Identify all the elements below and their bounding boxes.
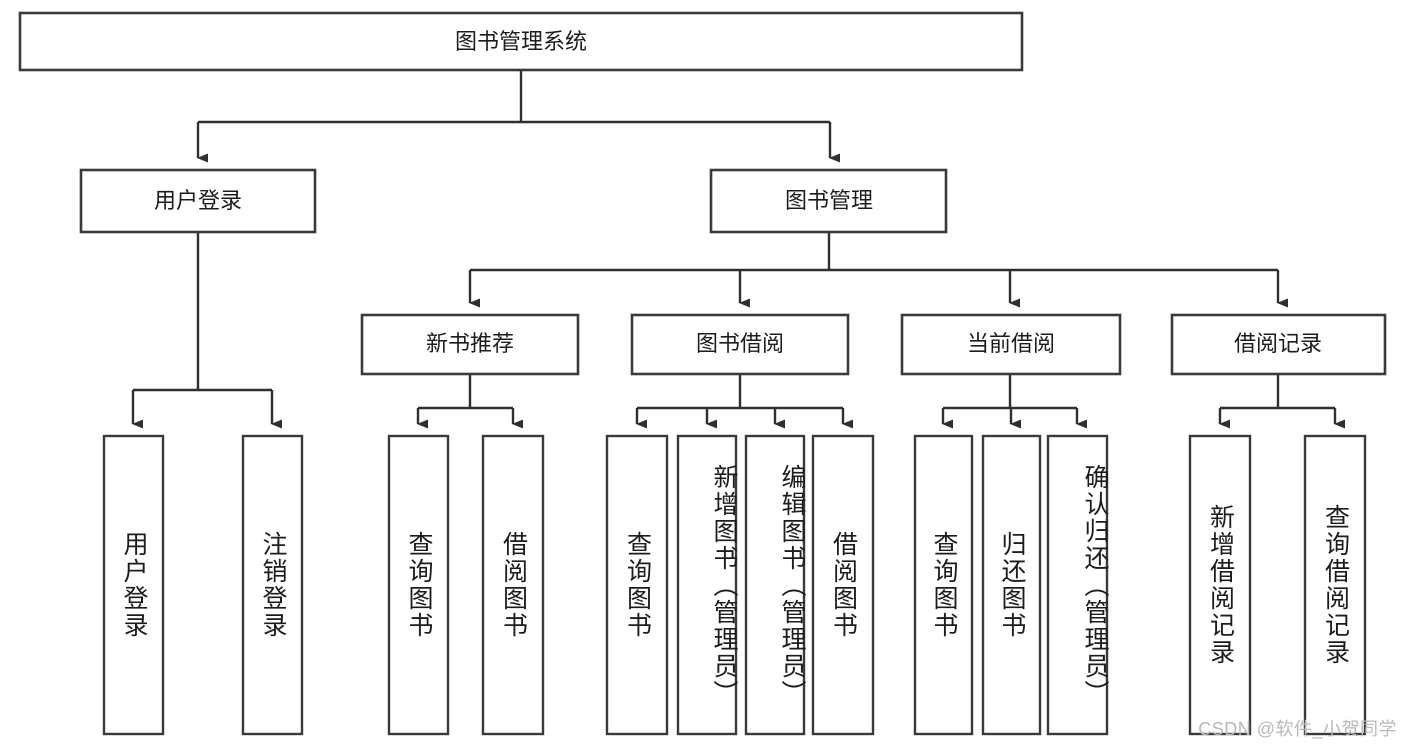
csdn-watermark: CSDN @软件_小贺同学 xyxy=(1198,719,1397,739)
node-user-login[interactable]: 用户登录 xyxy=(79,168,317,234)
leaf-layer xyxy=(102,434,1367,736)
node-book-management[interactable]: 图书管理 xyxy=(709,168,948,234)
node-book-borrow-label: 图书借阅 xyxy=(696,331,784,356)
node-new-book-recommend-box[interactable] xyxy=(360,313,580,376)
node-borrow-records-label: 借阅记录 xyxy=(1234,331,1322,356)
leaf-edit-book-admin-box[interactable] xyxy=(744,434,806,736)
node-root-label: 图书管理系统 xyxy=(455,29,587,54)
leaf-borrow-book-box[interactable] xyxy=(811,434,875,736)
node-user-login-box[interactable] xyxy=(79,168,317,234)
leaf-confirm-return-admin-box[interactable] xyxy=(1046,434,1109,736)
leaf-add-book-admin-box[interactable] xyxy=(676,434,738,736)
node-new-book-recommend-label: 新书推荐 xyxy=(426,331,514,356)
leaf-query-book-current-box[interactable] xyxy=(913,434,974,736)
leaf-query-book-borrow-box[interactable] xyxy=(605,434,669,736)
node-root-box[interactable] xyxy=(18,11,1024,72)
node-new-book-recommend[interactable]: 新书推荐 xyxy=(360,313,580,376)
node-current-borrow-box[interactable] xyxy=(900,313,1122,376)
node-borrow-records[interactable]: 借阅记录 xyxy=(1170,313,1387,376)
leaf-return-book-box[interactable] xyxy=(981,434,1042,736)
node-root[interactable]: 图书管理系统 xyxy=(18,11,1024,72)
leaf-query-borrow-record-box[interactable] xyxy=(1303,434,1367,736)
node-book-borrow[interactable]: 图书借阅 xyxy=(630,313,850,376)
node-borrow-records-box[interactable] xyxy=(1170,313,1387,376)
node-book-management-label: 图书管理 xyxy=(785,188,873,213)
edge-layer xyxy=(131,70,1345,429)
node-current-borrow[interactable]: 当前借阅 xyxy=(900,313,1122,376)
leaf-borrow-book-recommend-box[interactable] xyxy=(481,434,545,736)
leaf-add-borrow-record-box[interactable] xyxy=(1188,434,1252,736)
leaf-query-book-recommend-box[interactable] xyxy=(387,434,450,736)
node-book-borrow-box[interactable] xyxy=(630,313,850,376)
node-layer: 图书管理系统 用户登录 图书管理 新书推荐 图书借阅 当前 xyxy=(18,11,1387,736)
node-book-management-box[interactable] xyxy=(709,168,948,234)
node-current-borrow-label: 当前借阅 xyxy=(967,331,1055,356)
leaf-logout-box[interactable] xyxy=(241,434,304,736)
node-user-login-label: 用户登录 xyxy=(154,188,242,213)
leaf-user-login-box[interactable] xyxy=(102,434,165,736)
